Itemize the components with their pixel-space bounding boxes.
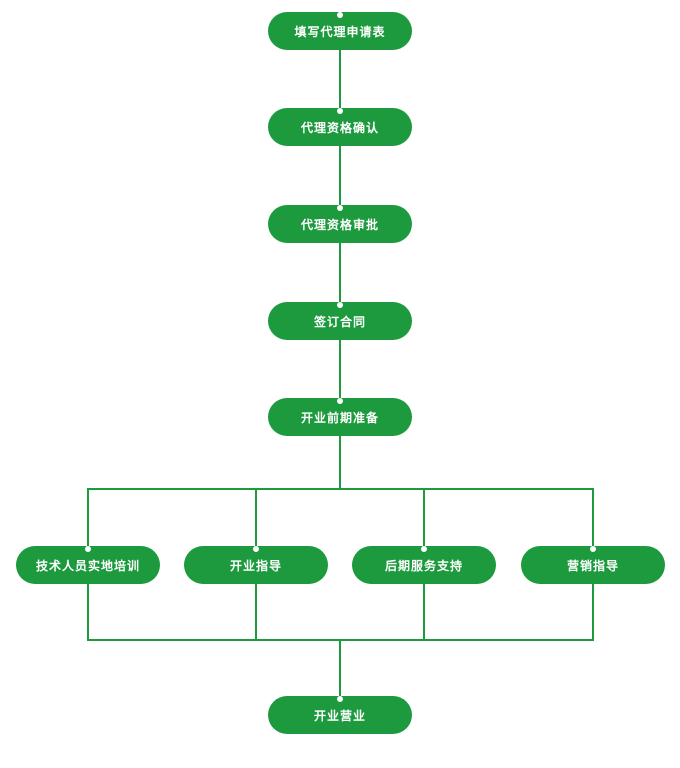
connector-dot: [337, 12, 343, 18]
connector-dot: [85, 546, 91, 552]
branch-node-technical-training: 技术人员实地培训: [16, 546, 160, 584]
branch-label: 后期服务支持: [384, 558, 463, 573]
step-node-pre-opening-prep: 开业前期准备: [268, 398, 412, 436]
step-node-sign-contract: 签订合同: [268, 302, 412, 340]
connector-dot: [337, 696, 343, 702]
step-label: 代理资格审批: [300, 217, 379, 232]
branch-node-after-support: 后期服务支持: [352, 546, 496, 584]
connector-dot: [253, 546, 259, 552]
step-label: 填写代理申请表: [294, 24, 386, 39]
step-label: 开业前期准备: [300, 410, 379, 425]
final-node-grand-opening: 开业营业: [268, 696, 412, 734]
step-label: 代理资格确认: [300, 120, 379, 135]
connector-dot: [337, 398, 343, 404]
branch-label: 技术人员实地培训: [35, 558, 140, 573]
branch-label: 开业指导: [229, 558, 282, 573]
step-node-application-form: 填写代理申请表: [268, 12, 412, 50]
step-label: 签订合同: [313, 314, 366, 329]
step-node-qualification-confirm: 代理资格确认: [268, 108, 412, 146]
connector-dot: [421, 546, 427, 552]
connector-dot: [337, 302, 343, 308]
branch-label: 营销指导: [566, 558, 619, 573]
branch-node-marketing-guidance: 营销指导: [521, 546, 665, 584]
step-node-qualification-approval: 代理资格审批: [268, 205, 412, 243]
branch-node-opening-guidance: 开业指导: [184, 546, 328, 584]
connector-dot: [337, 205, 343, 211]
connector-dot: [337, 108, 343, 114]
connector-dot: [590, 546, 596, 552]
final-label: 开业营业: [313, 708, 366, 723]
connector-lines: [87, 50, 594, 696]
